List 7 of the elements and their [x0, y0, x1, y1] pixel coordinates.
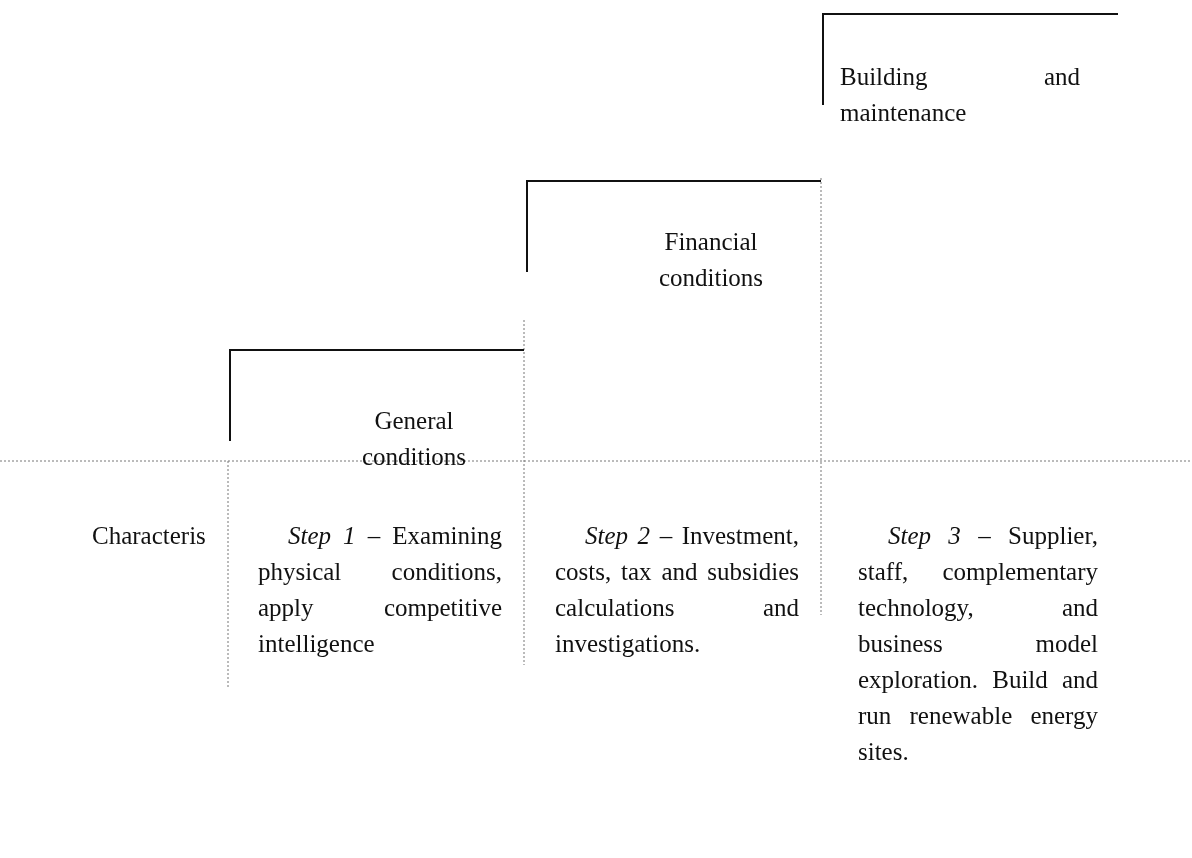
step-heading: General conditions [360, 406, 468, 472]
step-heading: Financial conditions [657, 227, 765, 293]
step-description: Step 1 – Examining physical conditions, apply competitive intelligence [258, 521, 502, 659]
step-description: Step 3 – Supplier, staff, complementary technology, and business model exploration. Build and run renewable energy sites. [858, 521, 1098, 767]
step-heading: Building and maintenance [840, 62, 1080, 128]
step-description: Step 2 – Investment, costs, tax and subsidies calculations and investigations. [555, 521, 799, 659]
row-label: Characteris [92, 521, 207, 551]
